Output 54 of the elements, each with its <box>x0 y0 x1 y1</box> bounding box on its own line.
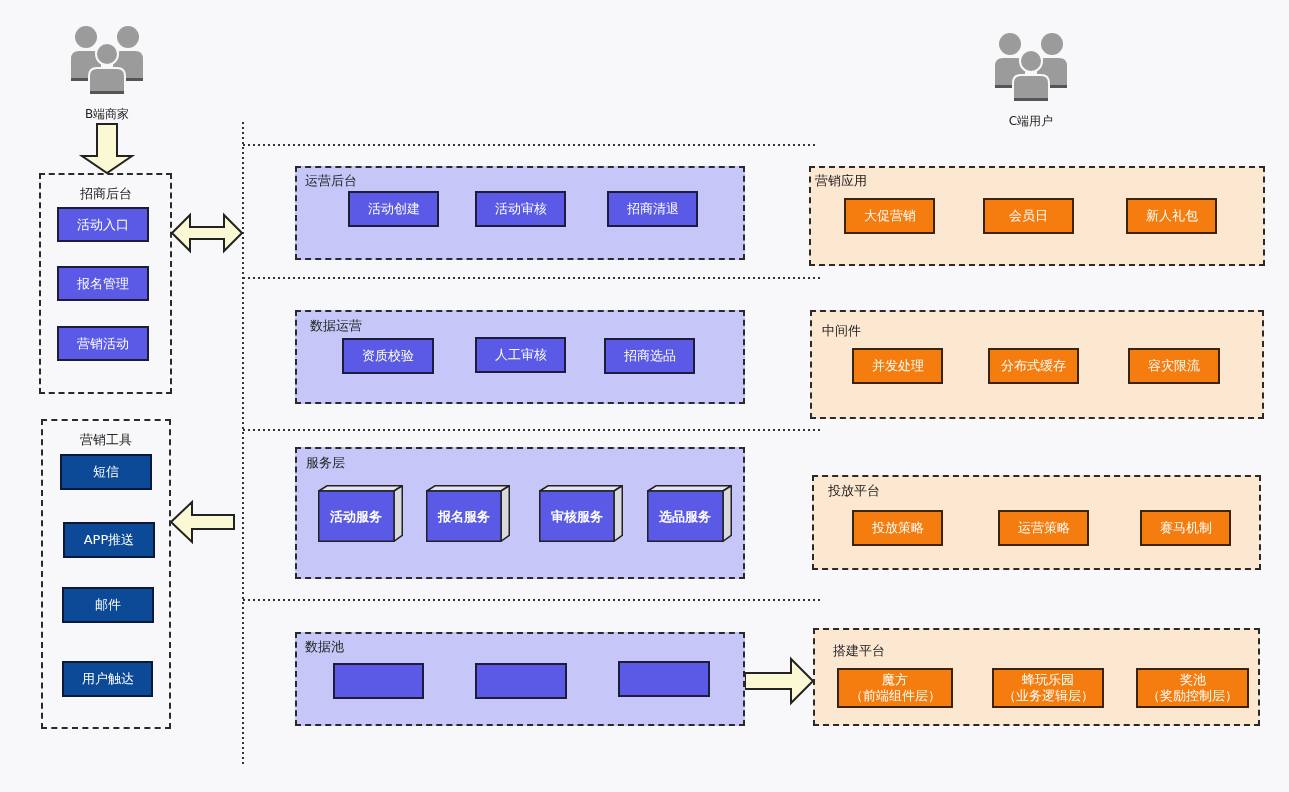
group-container <box>812 475 1261 570</box>
process-box: 容灾限流 <box>1128 348 1220 384</box>
process-box: 活动审核 <box>475 191 566 227</box>
group-container <box>813 628 1260 726</box>
block-arrow <box>169 499 235 545</box>
process-box: 活动创建 <box>348 191 439 227</box>
group-title: 营销工具 <box>79 432 133 448</box>
group-title: 招商后台 <box>78 186 133 202</box>
process-box: 招商选品 <box>604 338 695 374</box>
process-box: 运营策略 <box>998 510 1089 546</box>
process-box <box>618 661 710 697</box>
process-box: 人工审核 <box>475 337 566 373</box>
actor-label: B端商家 <box>83 107 131 122</box>
group-container <box>295 447 745 579</box>
process-box: 并发处理 <box>852 348 943 384</box>
group-title: 运营后台 <box>305 173 357 189</box>
process-box: 招商清退 <box>607 191 698 227</box>
group-container <box>295 166 745 260</box>
process-box: 奖池 （奖励控制层） <box>1136 668 1249 708</box>
process-box: 赛马机制 <box>1140 510 1231 546</box>
block-arrow <box>744 656 815 706</box>
process-box: 报名管理 <box>57 266 149 301</box>
process-box: 会员日 <box>983 198 1074 234</box>
block-arrow <box>78 123 136 175</box>
process-box: 魔方 （前端组件层） <box>837 668 953 708</box>
process-box: 新人礼包 <box>1126 198 1217 234</box>
group-title: 服务层 <box>306 455 345 471</box>
process-box: APP推送 <box>63 522 155 558</box>
group-title: 数据运营 <box>310 318 362 334</box>
group-title: 中间件 <box>822 323 861 339</box>
group-container <box>39 173 172 394</box>
group-title: 投放平台 <box>828 483 880 499</box>
process-box: 大促营销 <box>844 198 935 234</box>
process-box: 营销活动 <box>57 326 149 361</box>
group-title: 数据池 <box>305 639 344 655</box>
group-container <box>809 166 1265 266</box>
process-box: 活动入口 <box>57 207 149 242</box>
group-title: 营销应用 <box>815 173 867 189</box>
group-container <box>295 632 745 726</box>
block-arrow <box>170 212 244 254</box>
group-container <box>295 310 745 404</box>
group-title: 搭建平台 <box>833 643 885 659</box>
process-box: 蜂玩乐园 （业务逻辑层） <box>992 668 1104 708</box>
actor-label: C端用户 <box>1007 114 1055 129</box>
process-box: 邮件 <box>62 587 154 623</box>
group-container <box>810 310 1264 419</box>
process-box: 用户触达 <box>62 661 153 697</box>
process-box <box>333 663 424 699</box>
process-box: 资质校验 <box>342 338 434 374</box>
group-container <box>41 419 171 729</box>
process-box <box>475 663 567 699</box>
process-box: 短信 <box>60 454 152 490</box>
process-box: 分布式缓存 <box>988 348 1079 384</box>
process-box: 投放策略 <box>852 510 943 546</box>
